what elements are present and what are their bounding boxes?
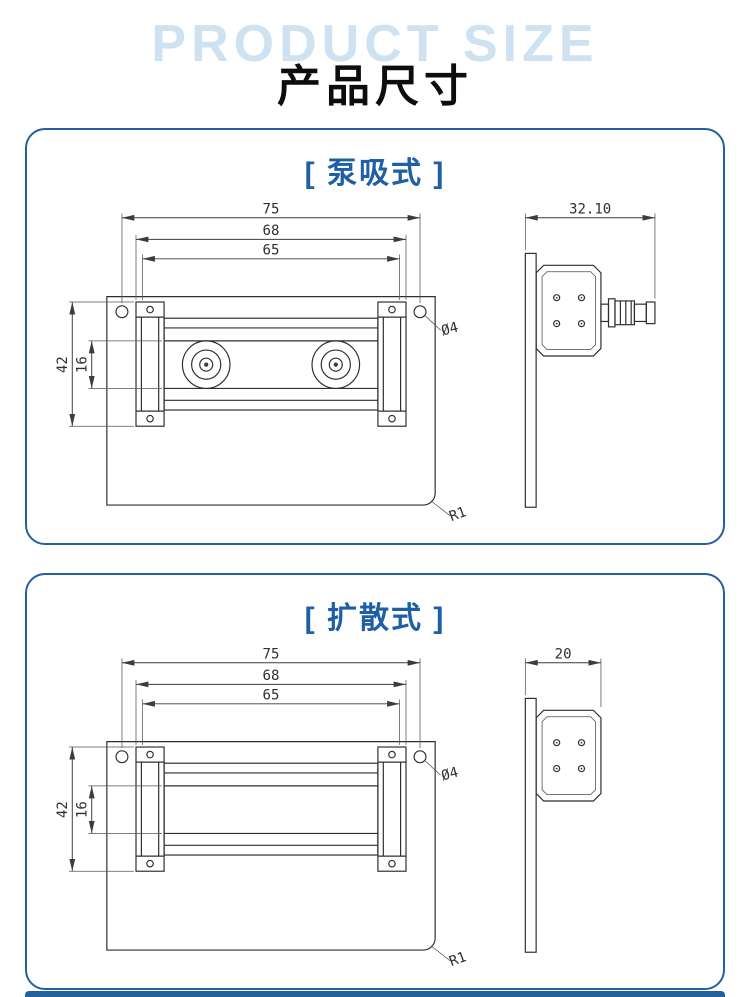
hose-barb-connector: [600, 298, 656, 328]
panel-title: [ 泵吸式 ]: [304, 157, 446, 190]
page-header: PRODUCT SIZE 产品尺寸: [0, 2, 750, 128]
diffusion-front-view-drawing: 75 68 65 42 16: [55, 646, 469, 970]
hole-diameter-label: Ø4: [440, 765, 460, 785]
dim-16-label: 16: [74, 801, 90, 818]
dim-16-label: 16: [74, 356, 90, 373]
side-sensor-body: [535, 264, 602, 357]
pump-views: 75 68 65 42 16: [43, 194, 707, 531]
dim-42-label: 42: [55, 356, 71, 373]
panel-title: [ 扩散式 ]: [304, 602, 446, 635]
page-title: 产品尺寸: [277, 62, 473, 111]
diffusion-views: 75 68 65 42 16: [43, 639, 707, 976]
side-sensor-body: [535, 709, 602, 802]
corner-radius-label: R1: [447, 504, 468, 525]
pump-front-view-drawing: 75 68 65 42 16: [55, 201, 469, 525]
dim-75-label: 75: [263, 201, 280, 217]
sensor-body: [135, 301, 407, 427]
dim-75-label: 75: [263, 646, 280, 662]
pump-ports: [181, 340, 361, 390]
side-dimensions: 20: [524, 646, 602, 708]
side-width-label: 32.10: [569, 201, 611, 217]
diffusion-side-view-drawing: 20: [524, 646, 602, 953]
panel-pump-type: [ 泵吸式 ]: [25, 128, 725, 545]
dim-68-label: 68: [263, 223, 280, 239]
front-dimensions: 75 68 65 42 16: [55, 646, 469, 970]
sensor-body: [135, 746, 407, 872]
next-section-top-border: [25, 991, 725, 997]
side-width-label: 20: [555, 646, 572, 662]
watermark-text: PRODUCT SIZE: [151, 15, 599, 73]
dim-65-label: 65: [263, 243, 280, 259]
side-plate: [524, 697, 537, 953]
side-plate: [524, 252, 537, 508]
pump-side-view-drawing: 32.10: [524, 201, 656, 508]
side-dimensions: 32.10: [524, 201, 656, 299]
dim-68-label: 68: [263, 668, 280, 684]
panel-diffusion-type: [ 扩散式 ]: [25, 573, 725, 990]
dim-42-label: 42: [55, 801, 71, 818]
hole-diameter-label: Ø4: [440, 320, 460, 340]
dim-65-label: 65: [263, 688, 280, 704]
corner-radius-label: R1: [447, 949, 468, 970]
front-dimensions: 75 68 65 42 16: [55, 201, 469, 525]
